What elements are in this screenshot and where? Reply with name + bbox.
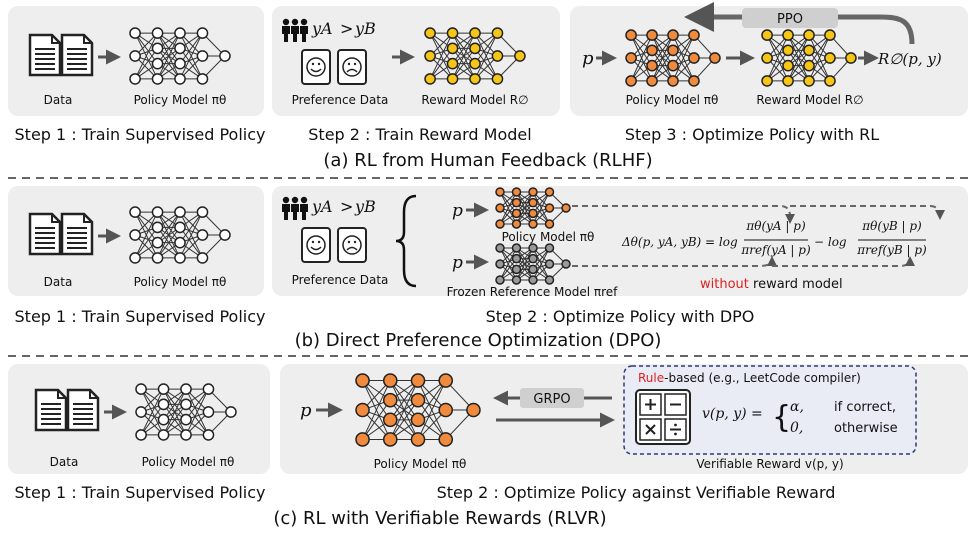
dpo-policy-small-network	[495, 187, 571, 229]
rlhf-step3-reward-network	[761, 29, 857, 87]
dpo-data-icon	[28, 212, 94, 256]
rlhf-reward-network	[424, 27, 526, 85]
dpo-ref-dashed-arrow	[572, 256, 777, 267]
dpo-step2-panel	[272, 186, 968, 296]
dpo-without-note: without reward model	[700, 277, 843, 292]
v-lhs: v(p, y) =	[702, 406, 763, 422]
dpo-people-icon	[282, 196, 308, 220]
verifiable-reward-label: Verifiable Reward v(p, y)	[696, 457, 843, 471]
dpo-policy-small-label: Policy Model πθ	[502, 230, 595, 244]
dpo-data-label: Data	[44, 275, 73, 289]
rlhf-data-label: Data	[44, 93, 73, 107]
dpo-formula-lhs: Δθ(p, yA, yB) = log	[621, 235, 738, 249]
rlhf-step2-title: Step 2 : Train Reward Model	[308, 125, 531, 144]
happy-face-icon	[301, 49, 331, 85]
rlvr-p: p	[300, 400, 312, 421]
rlvr-step2-title: Step 2 : Optimize Policy against Verifia…	[437, 483, 836, 502]
dpo-formula-den2: πref(yB | p)	[856, 243, 927, 257]
rlhf-p: p	[582, 48, 594, 69]
rlhf-pref-gt: >	[340, 19, 353, 38]
dpo-pref-yb: yB	[354, 197, 376, 216]
dpo-p2: p	[452, 253, 463, 273]
dpo-policy-network	[129, 206, 231, 264]
case2-condition: otherwise	[834, 421, 898, 436]
rule-text: Rule-based (e.g., LeetCode compiler)	[638, 371, 861, 385]
verifiable-reward-box	[623, 365, 917, 455]
ppo-feedback-arrow	[684, 1, 915, 45]
dpo-brace	[395, 194, 417, 288]
rlhf-pref-label: Preference Data	[292, 93, 389, 107]
rlhf-step3-policy-label: Policy Model πθ	[626, 93, 719, 107]
grpo-label: GRPO	[533, 392, 570, 407]
dpo-happy-face-icon	[301, 227, 331, 263]
cases-brace: {	[772, 400, 791, 435]
dpo-pref-gt: >	[340, 197, 353, 216]
dpo-policy-dashed-arrow	[572, 205, 795, 224]
grpo-badge	[520, 388, 584, 408]
rlhf-policy-label: Policy Model πθ	[134, 93, 227, 107]
dpo-without-word: without	[700, 277, 749, 292]
rlvr-data-icon	[34, 388, 100, 432]
rlhf-step3-reward-label: Reward Model R∅	[756, 93, 863, 107]
dpo-step2-title: Step 2 : Optimize Policy with DPO	[486, 307, 755, 326]
calculator-icon	[635, 389, 691, 445]
ppo-badge	[742, 8, 838, 28]
rlhf-pref-ya: yA	[311, 19, 333, 38]
dpo-ref-dashed-arrow-2	[772, 256, 915, 267]
dpo-p1: p	[452, 201, 463, 221]
rlvr-step2-policy-network	[355, 373, 481, 447]
rlvr-step2-policy-label: Policy Model πθ	[374, 457, 467, 471]
rlhf-data-icon	[28, 33, 94, 77]
rlvr-data-label: Data	[50, 455, 79, 469]
dpo-policy-label: Policy Model πθ	[134, 275, 227, 289]
dpo-caption: (b) Direct Preference Optimization (DPO)	[295, 330, 662, 351]
rlhf-reward-label: Reward Model R∅	[421, 93, 528, 107]
case1-value: α,	[790, 399, 804, 415]
case2-value: 0,	[790, 420, 803, 436]
dpo-pref-label: Preference Data	[292, 273, 389, 287]
rule-rest: -based (e.g., LeetCode compiler)	[664, 371, 861, 385]
ppo-label: PPO	[777, 12, 803, 27]
rlhf-caption: (a) RL from Human Feedback (RLHF)	[323, 150, 652, 171]
dpo-step1-title: Step 1 : Train Supervised Policy	[15, 307, 266, 326]
rlhf-step3-title: Step 3 : Optimize Policy with RL	[625, 125, 879, 144]
rlhf-output: R∅(p, y)	[877, 50, 942, 68]
rlhf-step1-title: Step 1 : Train Supervised Policy	[15, 125, 266, 144]
dpo-formula-num2: πθ(yB | p)	[861, 219, 922, 233]
dpo-formula-mid: − log	[814, 235, 847, 249]
rlvr-caption: (c) RL with Verifiable Rewards (RLVR)	[273, 508, 606, 529]
rlvr-step1-title: Step 1 : Train Supervised Policy	[15, 483, 266, 502]
case1-condition: if correct,	[834, 400, 896, 415]
dpo-without-rest: reward model	[749, 277, 843, 292]
dpo-formula-num1: πθ(yA | p)	[745, 219, 806, 233]
rule-word: Rule	[638, 371, 664, 385]
dpo-formula-den1: πref(yA | p)	[740, 243, 811, 257]
sad-face-icon	[337, 49, 367, 85]
rlvr-policy-network	[135, 383, 237, 441]
rlhf-pref-yb: yB	[354, 19, 376, 38]
dpo-pref-ya: yA	[311, 197, 333, 216]
dpo-sad-face-icon	[337, 227, 367, 263]
dpo-frozen-label: Frozen Reference Model πref	[447, 285, 619, 299]
rlhf-step3-policy-network	[625, 29, 721, 87]
dpo-policy-dashed-arrow-2	[790, 205, 945, 220]
rlvr-policy-label: Policy Model πθ	[142, 455, 235, 469]
rlhf-policy-network	[129, 27, 231, 85]
rlhf-people-icon	[282, 18, 308, 42]
dpo-frozen-network	[495, 243, 571, 285]
